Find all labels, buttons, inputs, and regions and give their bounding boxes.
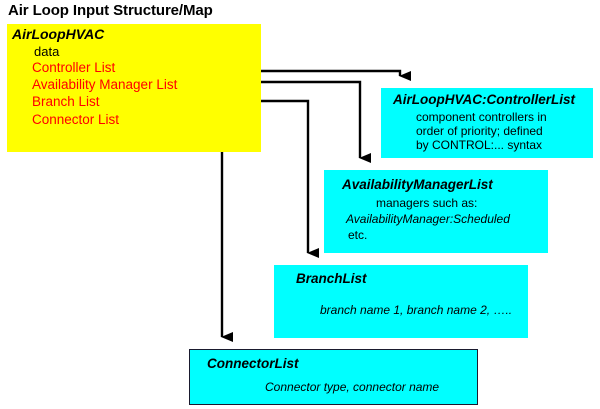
box-availabilitymanagerlist-line-3: etc. xyxy=(348,228,368,242)
root-block-title: AirLoopHVAC xyxy=(12,26,105,42)
box-availabilitymanagerlist-line-1: managers such as: xyxy=(376,196,478,210)
edge-connector-list xyxy=(131,118,233,342)
box-branchlist-title: BranchList xyxy=(296,271,367,286)
box-connectorlist-title: ConnectorList xyxy=(207,356,299,371)
page-title: Air Loop Input Structure/Map xyxy=(8,2,213,19)
root-item-availability-manager-list: Availability Manager List xyxy=(32,77,178,92)
root-item-connector-list: Connector List xyxy=(32,112,120,127)
box-controllerlist-line-3: by CONTROL:... syntax xyxy=(416,138,543,152)
box-controllerlist-line-1: component controllers in xyxy=(416,110,547,124)
root-block-subtitle: data xyxy=(34,44,60,59)
box-controllerlist: AirLoopHVAC:ControllerList component con… xyxy=(381,88,593,158)
box-branchlist-line-1: branch name 1, branch name 2, ….. xyxy=(320,303,513,317)
box-connectorlist: ConnectorList Connector type, connector … xyxy=(189,349,478,405)
box-availabilitymanagerlist: AvailabilityManagerList managers such as… xyxy=(324,170,548,253)
box-controllerlist-title: AirLoopHVAC:ControllerList xyxy=(393,92,575,107)
root-item-controller-list: Controller List xyxy=(32,60,116,75)
box-connectorlist-line-1: Connector type, connector name xyxy=(265,380,440,394)
box-branchlist: BranchList branch name 1, branch name 2,… xyxy=(274,265,528,338)
airloophvac-root-block: AirLoopHVAC data Controller List Availab… xyxy=(7,24,261,152)
box-controllerlist-line-2: order of priority; defined xyxy=(416,124,543,138)
root-item-branch-list: Branch List xyxy=(32,94,100,109)
box-availabilitymanagerlist-line-2: AvailabilityManager:Scheduled xyxy=(346,212,510,226)
box-availabilitymanagerlist-title: AvailabilityManagerList xyxy=(342,177,493,192)
